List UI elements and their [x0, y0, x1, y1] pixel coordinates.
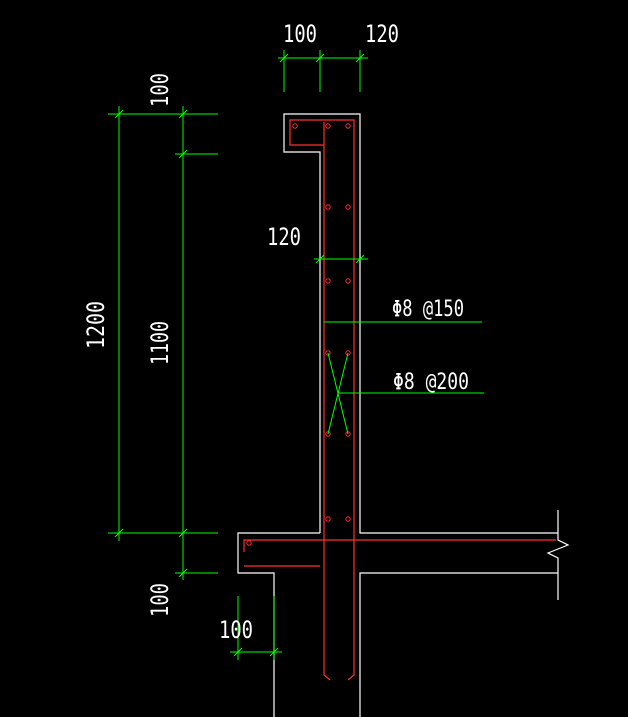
rebar-dot	[345, 516, 351, 522]
tick	[279, 53, 289, 63]
parapet-outline	[283, 113, 558, 534]
tick	[178, 568, 188, 578]
top-dimension: 100 120	[278, 20, 399, 92]
bottom-dimension: 100	[219, 596, 282, 660]
dim-bottom-step: 100	[146, 583, 174, 617]
break-line	[546, 510, 570, 600]
dim-mid-width: 120	[267, 223, 301, 251]
tick	[355, 254, 365, 264]
dim-top-left: 100	[283, 20, 317, 48]
rebar-dot	[345, 350, 351, 356]
tick	[178, 149, 188, 159]
rebar-dot	[345, 278, 351, 284]
tick	[114, 528, 124, 538]
dim-cap-height: 100	[146, 73, 174, 107]
left-dimensions: 100 1200 1100 100	[82, 73, 218, 617]
tick	[315, 53, 325, 63]
rebar-dot	[345, 204, 351, 210]
slab-bottom-outline	[359, 572, 558, 717]
label-horizontal-rebar: Φ8 @150	[392, 297, 464, 322]
tick	[178, 528, 188, 538]
tick	[178, 109, 188, 119]
dim-bottom-width: 100	[219, 616, 253, 644]
rebar-dot	[325, 204, 331, 210]
tick	[355, 53, 365, 63]
tick	[114, 109, 124, 119]
outer-vertical-rebar	[347, 533, 355, 681]
slab-top-rebar	[243, 539, 556, 552]
tick	[269, 647, 279, 657]
rebar-dot	[325, 278, 331, 284]
dim-wall-height: 1100	[146, 321, 174, 365]
rebar-dot	[325, 516, 331, 522]
rebar-dot	[345, 431, 351, 437]
rebar-dot	[325, 123, 331, 129]
concrete-outline	[237, 113, 570, 717]
mid-dimension: 120	[267, 223, 368, 264]
cap-rebar	[289, 119, 355, 533]
rebar-callouts: Φ8 @150 Φ8 @200	[324, 297, 484, 395]
rebar-dot	[325, 350, 331, 356]
dim-total-height: 1200	[82, 301, 110, 349]
rebar-dot	[345, 123, 351, 129]
dim-top-right: 120	[365, 20, 399, 48]
tick	[315, 254, 325, 264]
tick	[233, 647, 243, 657]
rebar-dot	[325, 431, 331, 437]
rebar-dot	[292, 123, 298, 129]
label-tie-rebar: Φ8 @200	[393, 370, 469, 395]
rebar-dot	[246, 540, 252, 546]
inner-vertical-rebar	[323, 122, 331, 681]
rebar-dots	[246, 123, 351, 546]
rebar-group	[243, 119, 556, 681]
